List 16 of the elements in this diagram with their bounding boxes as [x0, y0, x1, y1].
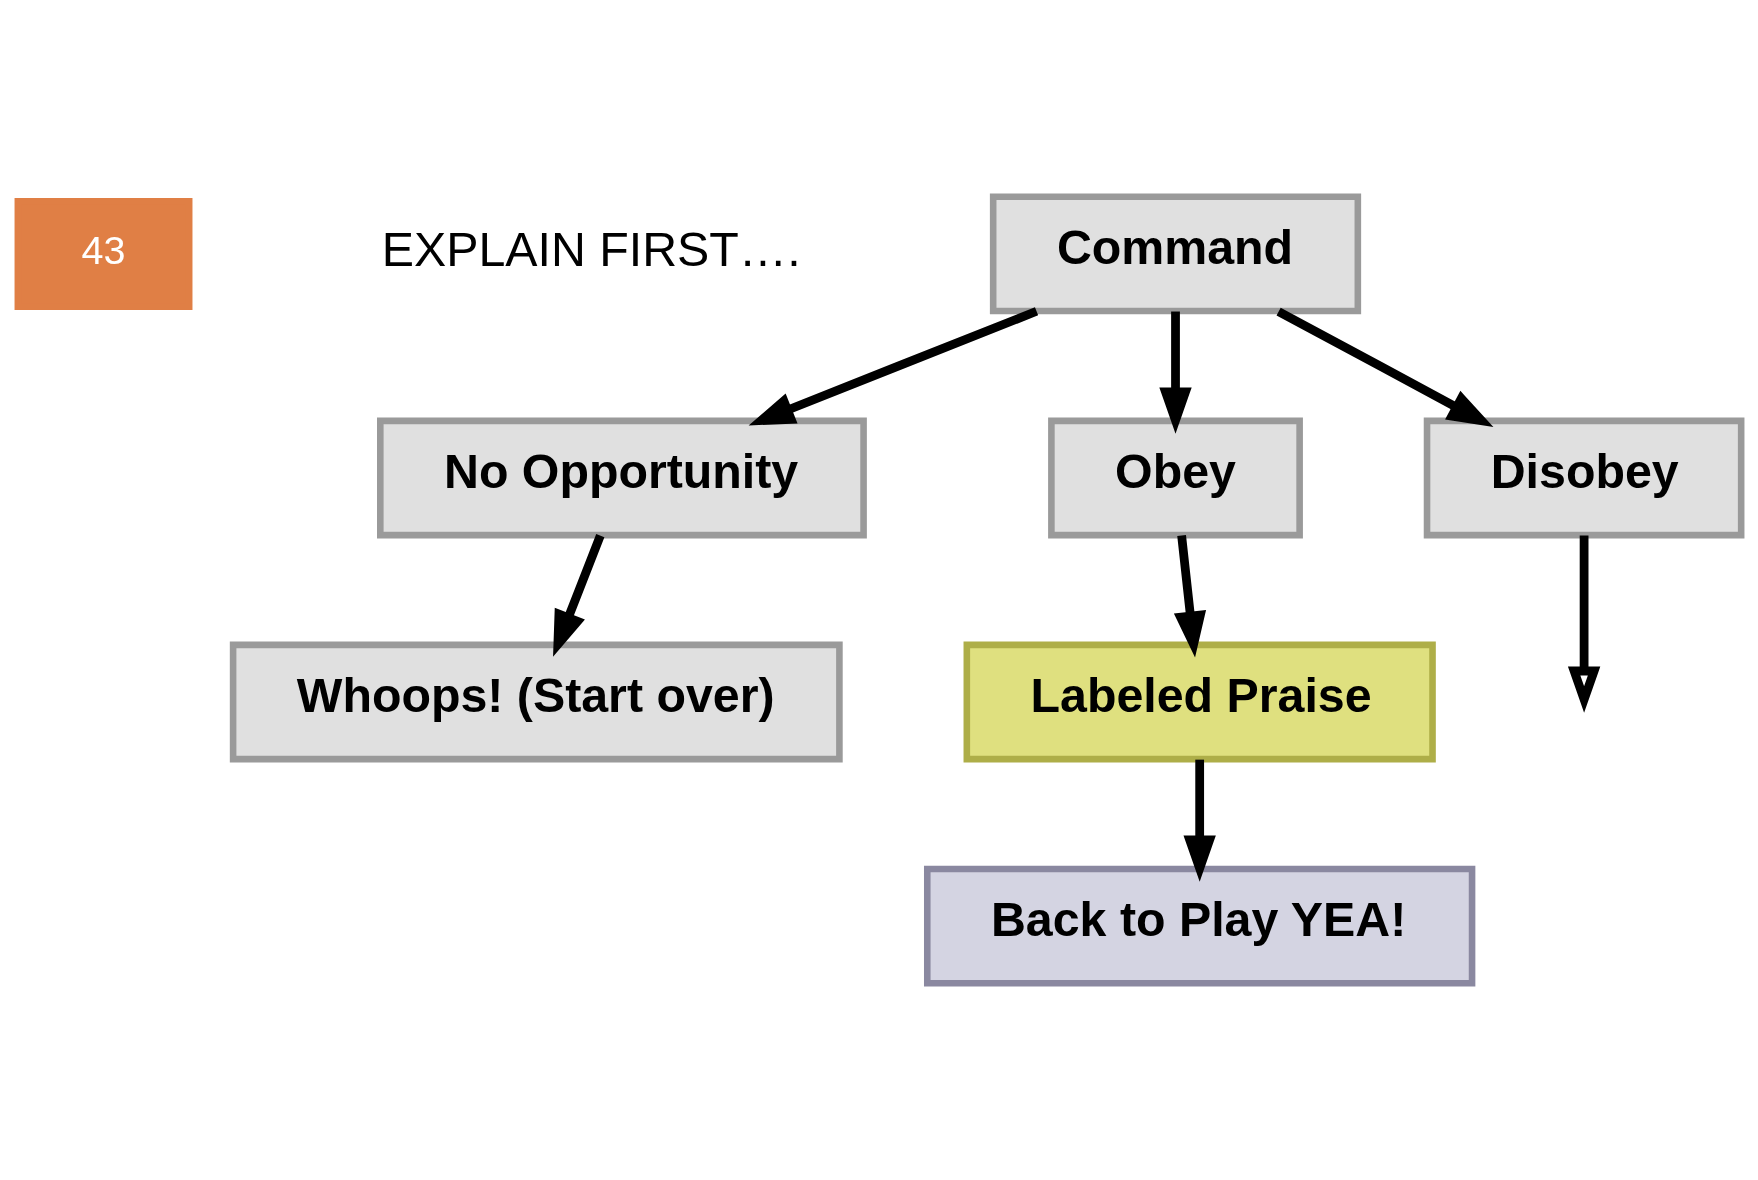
- node-box: Disobey: [1423, 417, 1744, 539]
- arrow: [552, 534, 604, 657]
- label: EXPLAIN FIRST….: [381, 222, 801, 277]
- node-box: Obey: [1047, 417, 1303, 539]
- arrow: [1158, 311, 1192, 434]
- arrow: [748, 307, 1038, 426]
- arrow: [1567, 535, 1600, 713]
- label: 43: [81, 227, 125, 272]
- node-box: Labeled Praise: [963, 641, 1436, 763]
- node-box: Back to Play YEA!: [923, 865, 1475, 987]
- node-box: No Opportunity: [376, 417, 867, 539]
- arrow: [1183, 759, 1216, 882]
- arrow: [1276, 307, 1493, 428]
- arrow: [1173, 535, 1206, 658]
- node-box: Whoops! (Start over): [229, 641, 843, 763]
- node-box: Command: [989, 193, 1361, 315]
